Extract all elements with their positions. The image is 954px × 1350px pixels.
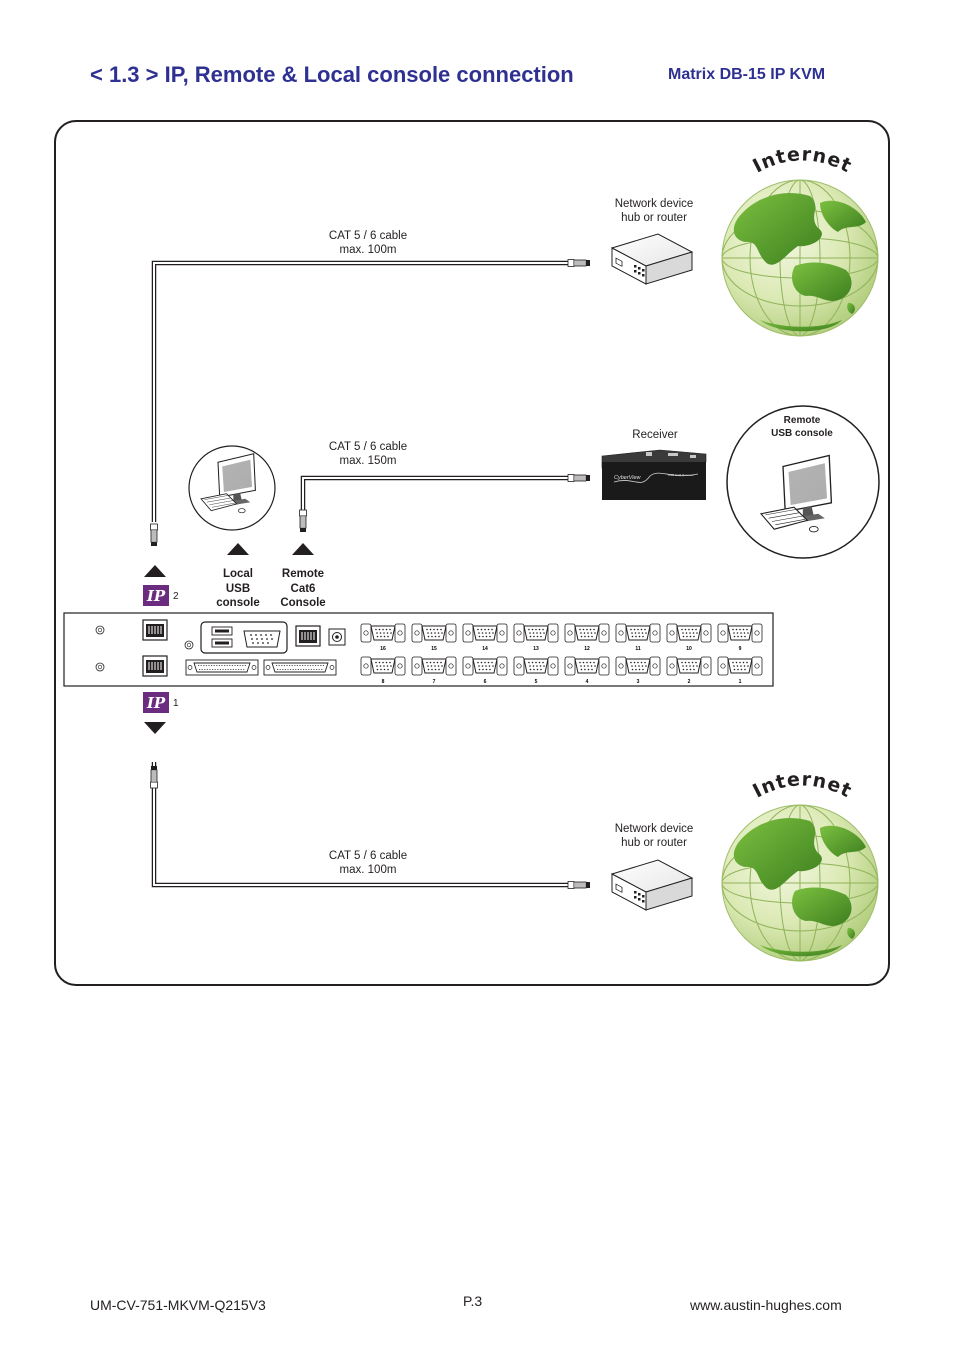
- db15-port-number: 6: [484, 679, 487, 685]
- receiver-device: CyberView USB Cat6 Receiver: [601, 449, 707, 500]
- db15-port-number: 4: [586, 679, 589, 685]
- db15-port-number: 1: [739, 679, 742, 685]
- db15-port-number: 8: [382, 679, 385, 685]
- remote-cat6-console-label: Remote Cat6 Console: [280, 568, 326, 609]
- db15-port-number: 13: [533, 646, 539, 652]
- ip-badge-1-text: IP: [146, 694, 166, 712]
- receiver-label: Receiver: [632, 429, 678, 441]
- website-link[interactable]: www.austin-hughes.com: [690, 1297, 842, 1313]
- cable-bottom-label: CAT 5 / 6 cable max. 100m: [328, 850, 408, 876]
- db15-port-number: 2: [688, 679, 691, 685]
- cable-top-label: CAT 5 / 6 cable max. 100m: [328, 230, 408, 256]
- db15-ports-bottom: 8 7 6 5 4 3 2 1: [360, 656, 763, 685]
- db15-port-number: 15: [431, 646, 437, 652]
- remote-usb-console-label: Remote USB console: [771, 415, 833, 439]
- ip-badge-1: [143, 692, 169, 713]
- page-number: P.3: [463, 1293, 483, 1309]
- cable-mid-label: CAT 5 / 6 cable max. 150m: [328, 441, 408, 467]
- ip-port-1-label: 1: [173, 698, 179, 709]
- arrow-up-ip2-icon: [144, 565, 166, 577]
- db15-port-number: 14: [482, 646, 488, 652]
- router-bottom-label: Network device hub or router: [614, 823, 694, 849]
- product-subtitle: Matrix DB-15 IP KVM: [668, 66, 826, 83]
- db15-port-number: 16: [380, 646, 386, 652]
- arrow-up-local-icon: [227, 543, 249, 555]
- arrow-down-ip1-icon: [144, 722, 166, 734]
- diagram-frame: [54, 120, 890, 986]
- db15-port-number: 12: [584, 646, 590, 652]
- db15-port-number: 11: [635, 646, 641, 652]
- db15-port-number: 9: [739, 646, 742, 652]
- ip-badge-2: [143, 585, 169, 606]
- arrow-up-cat6-icon: [292, 543, 314, 555]
- internet-label-top: Internet: [749, 143, 855, 177]
- ip-badge-2-text: IP: [146, 587, 166, 605]
- internet-label-bottom: Internet: [749, 768, 855, 802]
- page-title: < 1.3 > IP, Remote & Local console conne…: [90, 62, 574, 87]
- receiver-brand: CyberView: [614, 475, 642, 481]
- db15-port-number: 5: [535, 679, 538, 685]
- db15-port-number: 3: [637, 679, 640, 685]
- router-top-label: Network device hub or router: [614, 198, 694, 224]
- local-usb-console-label: Local USB console: [216, 568, 260, 609]
- db15-port-number: 7: [433, 679, 436, 685]
- svg-text:USB Cat6 Receiver: USB Cat6 Receiver: [668, 473, 694, 477]
- ip-port-2-label: 2: [173, 591, 179, 602]
- doc-code: UM-CV-751-MKVM-Q215V3: [90, 1297, 266, 1313]
- db15-port-number: 10: [686, 646, 692, 652]
- db15-ports-top: 16 15 14 13 12 11 10 9: [360, 623, 763, 652]
